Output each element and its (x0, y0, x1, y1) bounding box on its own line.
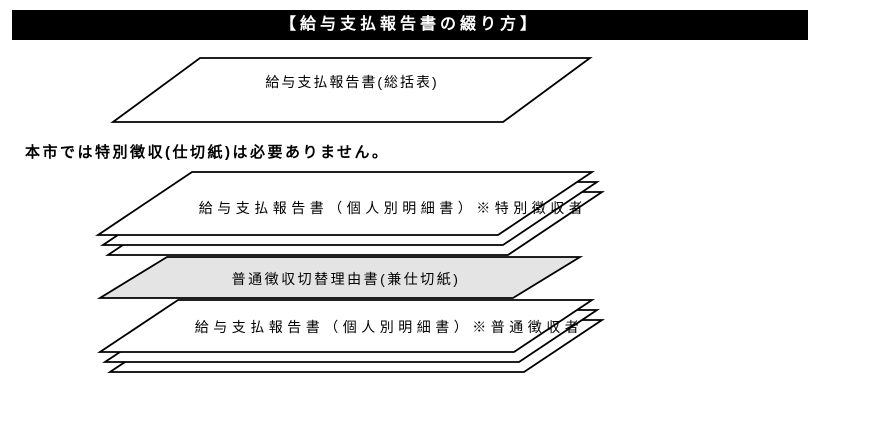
special-stack-label: 給与支払報告書（個人別明細書）※特別徴収者 (198, 200, 588, 216)
special-collection-note: 本市では特別徴収(仕切紙)は必要ありません。 (25, 144, 390, 161)
special-stack-sheet-front (95, 171, 595, 236)
divider-sheet-label: 普通徴収切替理由書(兼仕切紙) (231, 271, 461, 287)
ordinary-stack-sheet-front (97, 299, 595, 353)
summary-sheet-label: 給与支払報告書(総括表) (265, 74, 439, 90)
title-bar: 【給与支払報告書の綴り方】 (12, 10, 808, 40)
page-title: 【給与支払報告書の綴り方】 (279, 16, 540, 33)
divider-sheet (96, 256, 584, 299)
ordinary-stack-label: 給与支払報告書（個人別明細書）※普通徴収者 (194, 319, 584, 335)
summary-sheet (110, 57, 593, 123)
